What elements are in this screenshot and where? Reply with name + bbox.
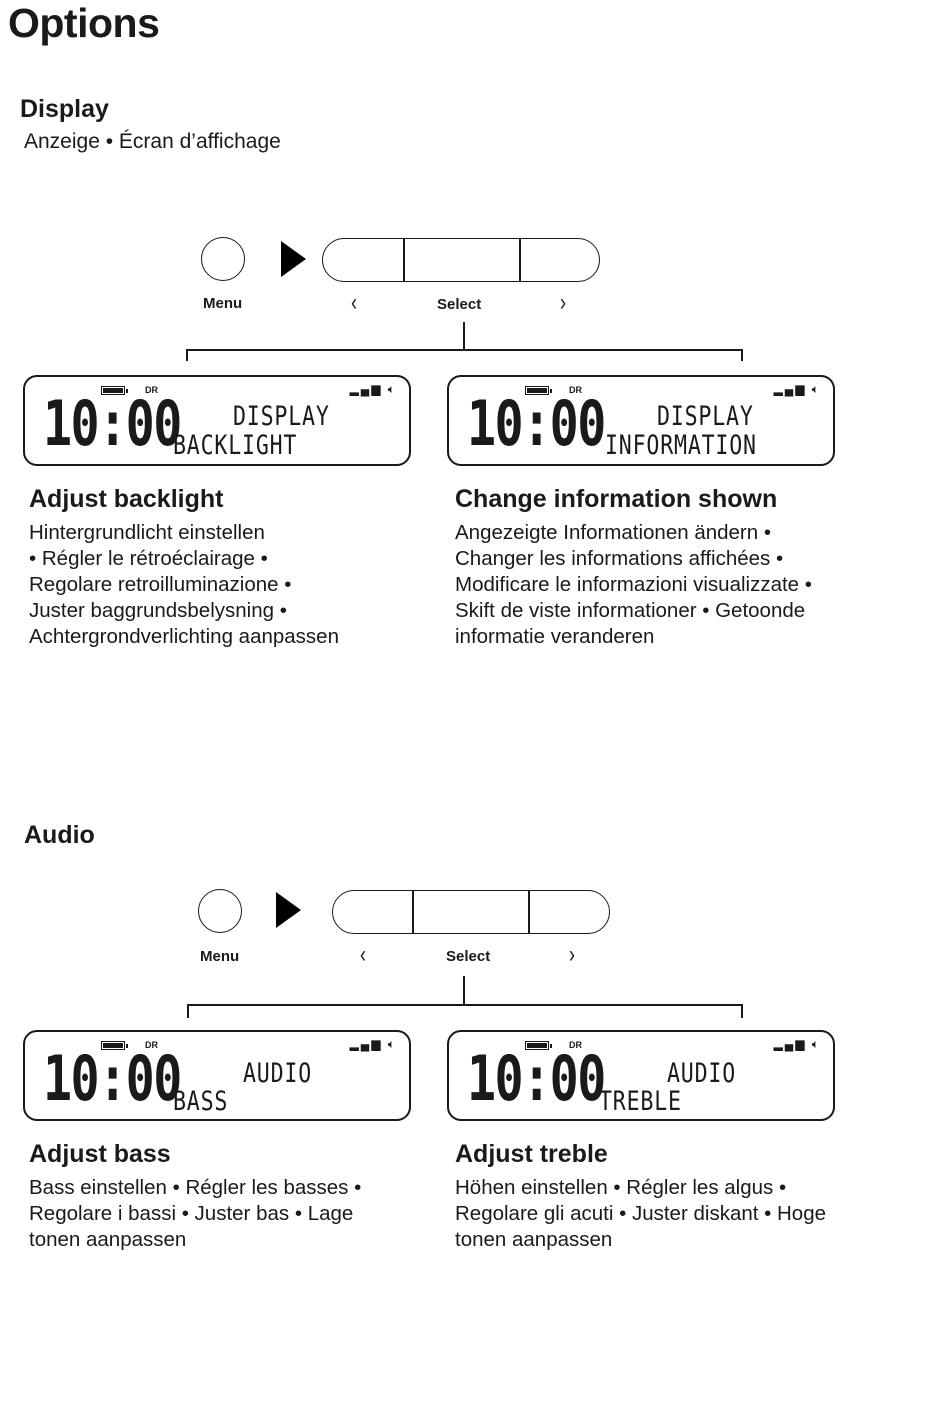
signal-icon: ▂▄▆ xyxy=(773,382,807,396)
lcd-line2: BACKLIGHT xyxy=(173,430,298,461)
desc-adjust-bass: Bass einstellen • Régler les basses • Re… xyxy=(29,1176,362,1251)
lcd-screen-treble: DR ▂▄▆ 🔈︎ 10:00 AUDIO TREBLE xyxy=(447,1030,835,1121)
page-title: Options xyxy=(8,0,160,46)
bracket-bar xyxy=(187,1004,743,1006)
dr-label: DR xyxy=(145,1040,158,1050)
status-icons: ▂▄▆ 🔈︎ xyxy=(349,382,397,397)
status-icons: ▂▄▆ 🔈︎ xyxy=(773,1037,821,1052)
signal-icon: ▂▄▆ xyxy=(349,1037,383,1051)
heading-adjust-bass: Adjust bass xyxy=(29,1140,171,1168)
bracket-left-leg xyxy=(187,1004,189,1018)
desc-adjust-backlight: Hintergrundlicht einstellen • Régler le … xyxy=(29,521,339,648)
lcd-line2: TREBLE xyxy=(599,1086,682,1117)
lcd-line1: DISPLAY xyxy=(657,401,754,432)
bracket-stem xyxy=(463,976,465,1004)
battery-icon xyxy=(525,1041,552,1050)
chevron-right-icon: › xyxy=(569,941,575,968)
chevron-left-icon: ‹ xyxy=(351,289,357,316)
chevron-left-icon: ‹ xyxy=(360,941,366,968)
section-title-display: Display xyxy=(20,95,109,123)
battery-icon xyxy=(101,386,128,395)
lcd-line1: AUDIO xyxy=(243,1058,313,1089)
play-icon xyxy=(276,892,301,928)
heading-change-information: Change information shown xyxy=(455,485,778,513)
status-icons: ▂▄▆ 🔈︎ xyxy=(773,382,821,397)
select-label: Select xyxy=(437,296,482,313)
speaker-icon: 🔈︎ xyxy=(811,382,821,396)
lcd-line2: INFORMATION xyxy=(605,430,757,461)
play-icon xyxy=(281,241,306,277)
select-label: Select xyxy=(446,948,491,965)
lcd-screen-information: DR ▂▄▆ 🔈︎ 10:00 DISPLAY INFORMATION xyxy=(447,375,835,466)
lcd-time: 10:00 xyxy=(467,1042,606,1115)
bracket-bar xyxy=(186,349,743,351)
dr-label: DR xyxy=(145,385,158,395)
select-pill-icon xyxy=(332,890,610,934)
menu-label: Menu xyxy=(200,948,240,965)
bracket-left-leg xyxy=(186,349,188,361)
lcd-time: 10:00 xyxy=(467,387,606,460)
menu-label: Menu xyxy=(203,295,243,312)
pill-divider xyxy=(528,890,530,934)
lcd-line1: DISPLAY xyxy=(233,401,330,432)
heading-adjust-treble: Adjust treble xyxy=(455,1140,608,1168)
bracket-right-leg xyxy=(741,1004,743,1018)
section-subtitle-display: Anzeige • Écran d’affichage xyxy=(24,130,281,153)
menu-button-icon xyxy=(201,237,245,281)
pill-divider xyxy=(412,890,414,934)
desc-change-information: Angezeigte Informationen ändern • Change… xyxy=(455,521,812,648)
speaker-icon: 🔈︎ xyxy=(387,382,397,396)
lcd-line1: AUDIO xyxy=(667,1058,737,1089)
lcd-time: 10:00 xyxy=(43,387,182,460)
heading-adjust-backlight: Adjust backlight xyxy=(29,485,224,513)
chevron-right-icon: › xyxy=(560,289,566,316)
signal-icon: ▂▄▆ xyxy=(349,382,383,396)
signal-icon: ▂▄▆ xyxy=(773,1037,807,1051)
dr-label: DR xyxy=(569,385,582,395)
speaker-icon: 🔈︎ xyxy=(387,1037,397,1051)
lcd-screen-bass: DR ▂▄▆ 🔈︎ 10:00 AUDIO BASS xyxy=(23,1030,411,1121)
pill-divider xyxy=(519,238,521,282)
lcd-screen-backlight: DR ▂▄▆ 🔈︎ 10:00 DISPLAY BACKLIGHT xyxy=(23,375,411,466)
lcd-line2: BASS xyxy=(173,1086,229,1117)
status-icons: ▂▄▆ 🔈︎ xyxy=(349,1037,397,1052)
battery-icon xyxy=(525,386,552,395)
dr-label: DR xyxy=(569,1040,582,1050)
speaker-icon: 🔈︎ xyxy=(811,1037,821,1051)
desc-adjust-treble: Höhen einstellen • Régler les algus • Re… xyxy=(455,1176,827,1251)
menu-button-icon xyxy=(198,889,242,933)
pill-divider xyxy=(403,238,405,282)
battery-icon xyxy=(101,1041,128,1050)
bracket-right-leg xyxy=(741,349,743,361)
section-title-audio: Audio xyxy=(24,821,95,849)
lcd-time: 10:00 xyxy=(43,1042,182,1115)
bracket-stem xyxy=(463,322,465,350)
select-pill-icon xyxy=(322,238,600,282)
